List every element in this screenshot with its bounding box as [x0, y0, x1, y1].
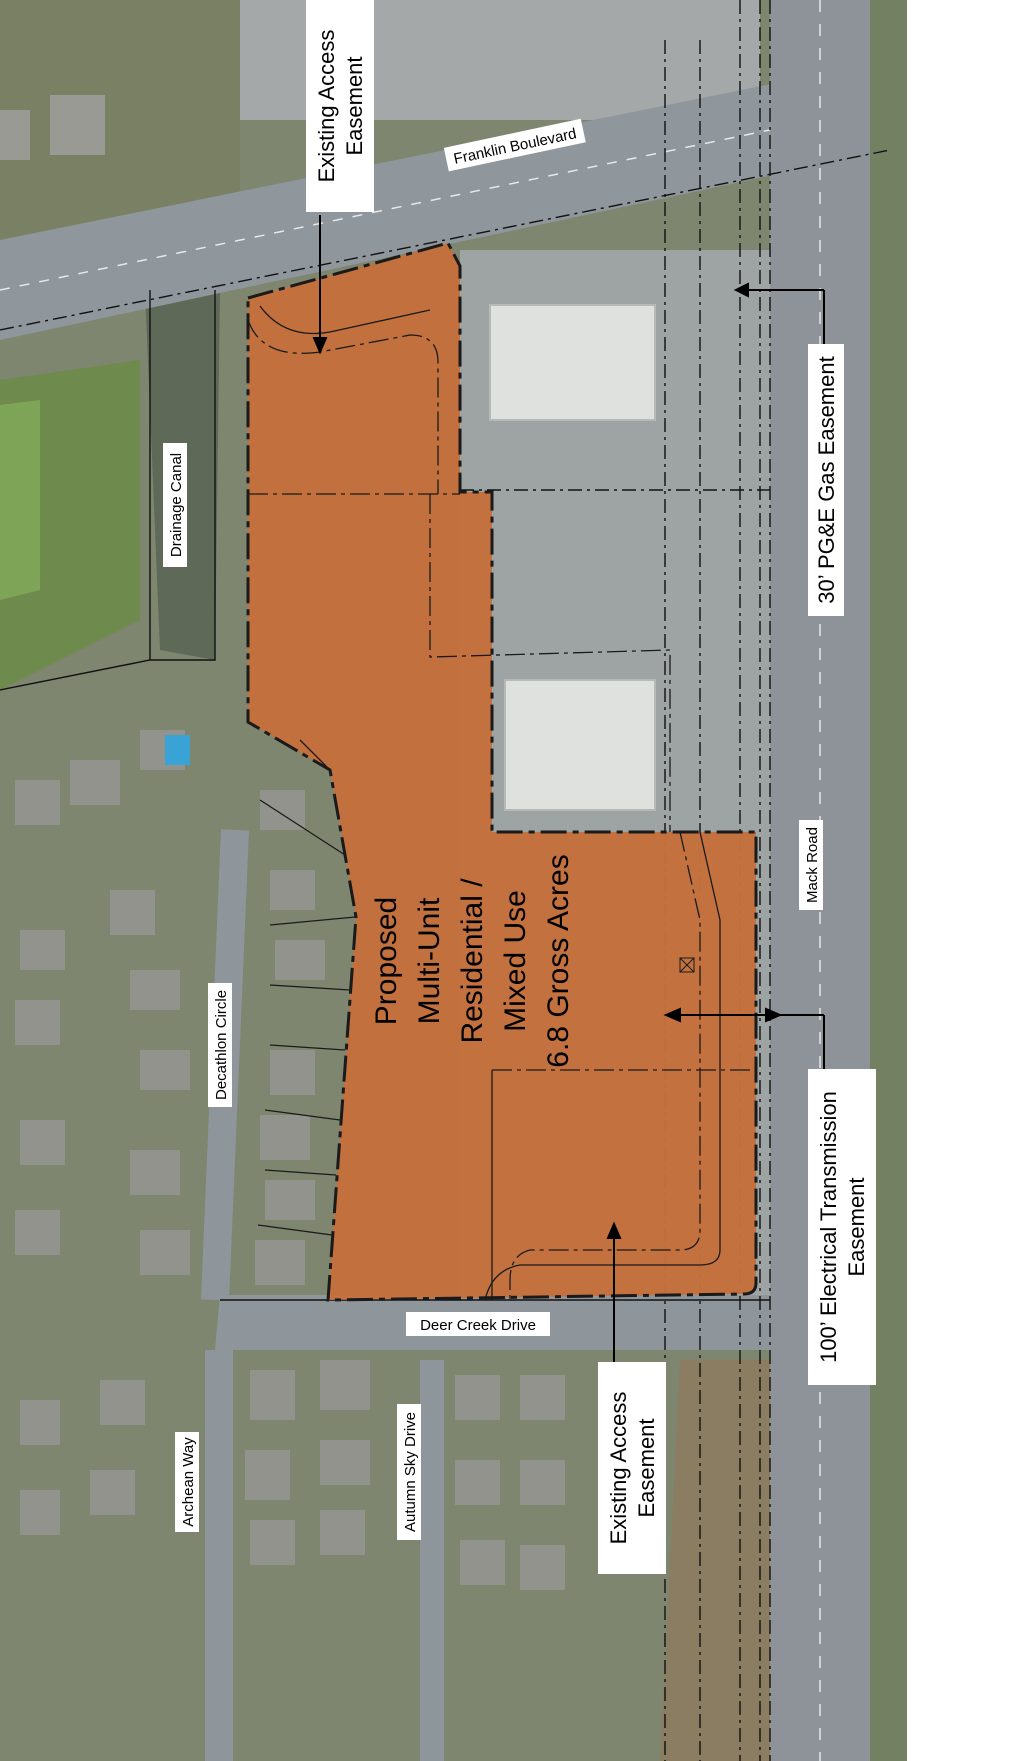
svg-text:Easement: Easement	[634, 1418, 659, 1517]
svg-text:Autumn Sky Drive: Autumn Sky Drive	[402, 1412, 419, 1532]
svg-text:Easement: Easement	[342, 56, 367, 155]
deer-creek-drive-label: Deer Creek Drive	[406, 1312, 550, 1336]
svg-text:Multi-Unit: Multi-Unit	[413, 897, 446, 1024]
commercial-building-south	[504, 679, 656, 811]
svg-text:Existing Access: Existing Access	[314, 30, 339, 183]
house-roof	[0, 110, 30, 160]
parcel-label: Proposed Multi-Unit Residential / Mixed …	[370, 854, 575, 1067]
access-easement-top-label: Existing Access Easement	[306, 0, 374, 212]
svg-text:30’ PG&E Gas Easement: 30’ PG&E Gas Easement	[814, 356, 839, 603]
residential-houses-west	[15, 730, 565, 1590]
svg-text:Easement: Easement	[844, 1177, 869, 1276]
house-roof	[50, 95, 105, 155]
svg-text:Residential /: Residential /	[456, 878, 489, 1044]
site-map: Franklin Boulevard Drainage Canal Mack R…	[0, 0, 907, 1761]
commercial-building-north	[489, 304, 656, 421]
aerial-site-plan: Franklin Boulevard Drainage Canal Mack R…	[0, 0, 907, 1761]
callout-arrows	[312, 215, 825, 1375]
franklin-boulevard-road	[0, 60, 890, 340]
archean-way-label: Archean Way	[175, 1432, 199, 1532]
parcel-internal-lines	[247, 305, 756, 1301]
open-lot-se	[660, 1360, 770, 1761]
utility-box-icon	[679, 957, 695, 973]
swimming-pool	[165, 735, 190, 765]
east-residential-strip	[870, 0, 907, 1761]
lot-lines-west	[257, 739, 356, 1236]
svg-text:Proposed: Proposed	[370, 897, 403, 1025]
access-easement-bottom-label: Existing Access Easement	[598, 1362, 666, 1574]
gas-easement-label: 30’ PG&E Gas Easement	[808, 344, 844, 616]
svg-text:Decathlon Circle: Decathlon Circle	[213, 990, 230, 1100]
svg-text:Existing Access: Existing Access	[606, 1392, 631, 1545]
svg-text:6.8 Gross Acres: 6.8 Gross Acres	[542, 854, 575, 1067]
autumn-sky-drive-road	[420, 1360, 444, 1761]
decathlon-circle-label: Decathlon Circle	[208, 983, 232, 1107]
svg-text:Drainage Canal: Drainage Canal	[168, 453, 185, 557]
proposed-parcel	[246, 241, 758, 1302]
sports-field	[0, 400, 40, 600]
svg-text:Mixed Use: Mixed Use	[499, 890, 532, 1032]
drainage-canal-label: Drainage Canal	[163, 443, 187, 567]
svg-text:100’ Electrical Transmission: 100’ Electrical Transmission	[816, 1091, 841, 1363]
autumn-sky-drive-label: Autumn Sky Drive	[397, 1404, 421, 1540]
archean-way-road	[205, 1350, 233, 1761]
svg-text:Archean Way: Archean Way	[180, 1437, 197, 1527]
svg-text:Deer Creek Drive: Deer Creek Drive	[420, 1317, 536, 1334]
electrical-easement-label: 100’ Electrical Transmission Easement	[808, 1069, 876, 1385]
svg-text:Mack Road: Mack Road	[804, 827, 821, 903]
mack-road-label: Mack Road	[799, 820, 823, 910]
